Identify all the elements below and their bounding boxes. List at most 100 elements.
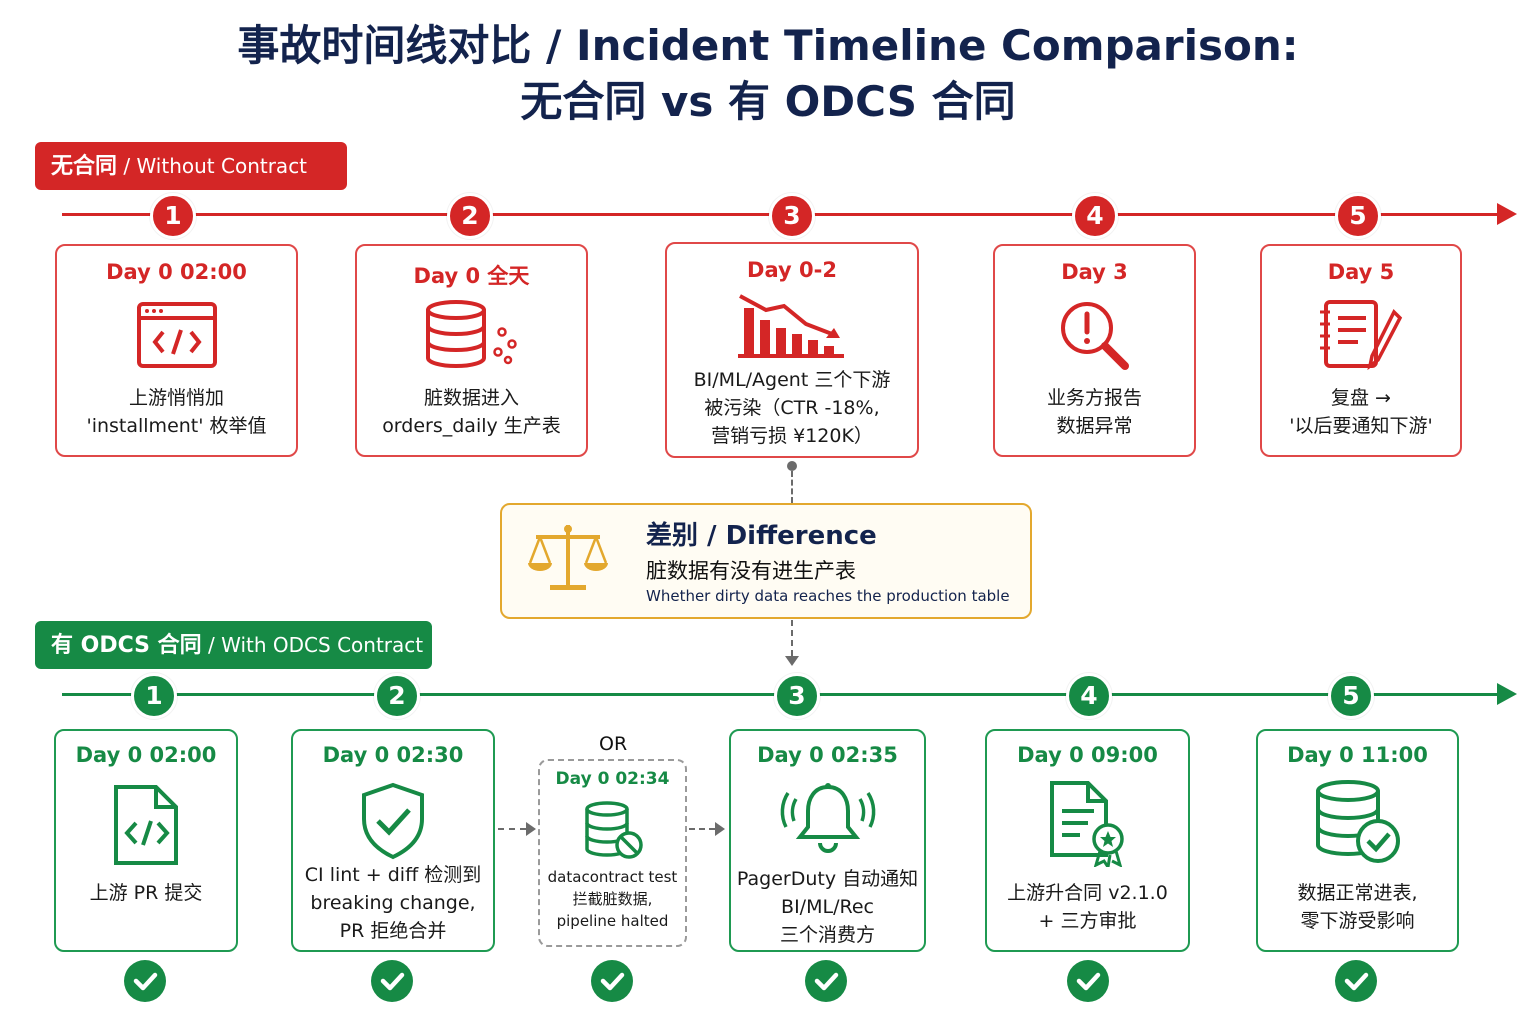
desc-line: PR 拒绝合并 xyxy=(339,920,447,942)
with-step-2-number: 2 xyxy=(374,673,420,719)
desc-line: BI/ML/Rec xyxy=(781,896,874,918)
with-step-3-desc: PagerDuty 自动通知 BI/ML/Rec 三个消费方 xyxy=(735,865,920,949)
with-contract-badge-en: / With ODCS Contract xyxy=(201,633,424,657)
with-step-4-number: 4 xyxy=(1066,673,1112,719)
without-contract-badge: 无合同 / Without Contract xyxy=(35,142,347,190)
with-step-3-check-icon xyxy=(805,960,847,1002)
with-step-2-card: Day 0 02:30 CI lint + diff 检测到 breaking … xyxy=(291,729,495,952)
desc-line: 拦截脏数据, xyxy=(572,890,653,908)
with-step-1-card: Day 0 02:00 上游 PR 提交 xyxy=(54,729,238,952)
database-blocked-icon xyxy=(584,801,643,859)
difference-en: Whether dirty data reaches the productio… xyxy=(646,587,1010,605)
without-step-2-desc: 脏数据进入 orders_daily 生产表 xyxy=(361,384,582,440)
page-title-line2: 无合同 vs 有 ODCS 合同 xyxy=(520,77,1016,126)
connector-top-dashed-line xyxy=(791,471,793,503)
with-step-1-check-icon xyxy=(124,960,166,1002)
desc-line: 上游悄悄加 xyxy=(128,387,224,409)
desc-line: 复盘 → xyxy=(1331,387,1391,409)
desc-line: orders_daily 生产表 xyxy=(382,415,561,437)
without-step-1-card: Day 0 02:00 上游悄悄加 'installment' 枚举值 xyxy=(55,244,298,457)
without-step-1-number: 1 xyxy=(150,193,196,239)
without-timeline-arrowhead xyxy=(1497,203,1517,225)
with-contract-badge: 有 ODCS 合同 / With ODCS Contract xyxy=(35,621,432,669)
with-step-1-desc: 上游 PR 提交 xyxy=(60,879,232,907)
without-step-4-number: 4 xyxy=(1072,193,1118,239)
desc-line: pipeline halted xyxy=(556,912,669,930)
alt-connector-left-arrowhead xyxy=(526,822,536,836)
with-step-1-day: Day 0 02:00 xyxy=(75,743,217,767)
desc-line: 零下游受影响 xyxy=(1300,910,1415,932)
alt-connector-right-arrowhead xyxy=(715,822,725,836)
balance-scale-icon xyxy=(528,525,608,590)
without-step-5-number: 5 xyxy=(1335,193,1381,239)
without-contract-badge-cn: 无合同 xyxy=(51,154,118,179)
without-step-2-number: 2 xyxy=(447,193,493,239)
with-step-3-day: Day 0 02:35 xyxy=(757,743,898,767)
without-step-3-card: Day 0-2 BI/ML/Agent 三个下游 被污染（CTR -18%, 营… xyxy=(665,242,919,458)
alert-magnifier-icon xyxy=(1060,302,1129,370)
connector-dot xyxy=(787,461,797,471)
alt-step-check-icon xyxy=(591,960,633,1002)
difference-cn: 脏数据有没有进生产表 xyxy=(646,559,856,583)
desc-line: 三个消费方 xyxy=(779,924,875,946)
desc-line: 被污染（CTR -18%, xyxy=(704,397,880,419)
code-window-icon xyxy=(136,302,217,368)
without-step-4-day: Day 3 xyxy=(1061,260,1128,284)
page-title-line1: 事故时间线对比 / Incident Timeline Comparison: xyxy=(237,21,1299,70)
without-step-3-desc: BI/ML/Agent 三个下游 被污染（CTR -18%, 营销亏损 ¥120… xyxy=(671,366,913,450)
with-step-5-desc: 数据正常进表, 零下游受影响 xyxy=(1262,879,1453,935)
with-step-2-desc: CI lint + diff 检测到 breaking change, PR 拒… xyxy=(297,861,489,945)
desc-line: '以后要通知下游' xyxy=(1289,415,1433,437)
declining-chart-icon xyxy=(738,294,844,358)
desc-line: PagerDuty 自动通知 xyxy=(736,868,919,890)
without-step-5-day: Day 5 xyxy=(1327,260,1395,284)
without-step-1-day: Day 0 02:00 xyxy=(106,260,247,284)
or-label: OR xyxy=(599,733,628,755)
with-step-4-desc: 上游升合同 v2.1.0 + 三方审批 xyxy=(991,879,1184,935)
desc-line: 上游升合同 v2.1.0 xyxy=(1007,882,1168,904)
with-step-4-check-icon xyxy=(1067,960,1109,1002)
document-award-icon xyxy=(1049,781,1124,867)
with-step-1-number: 1 xyxy=(131,673,177,719)
desc-line: 数据异常 xyxy=(1056,415,1133,437)
with-timeline-arrowhead xyxy=(1497,683,1517,705)
database-check-icon xyxy=(1315,780,1400,863)
notebook-pen-icon xyxy=(1320,300,1403,371)
desc-line: 业务方报告 xyxy=(1046,387,1142,409)
alt-connector-right xyxy=(689,828,715,830)
with-step-5-day: Day 0 11:00 xyxy=(1287,743,1428,767)
difference-box: 差别 / Difference 脏数据有没有进生产表 Whether dirty… xyxy=(500,503,1032,619)
alt-step-day: Day 0 02:34 xyxy=(555,769,670,789)
with-step-4-day: Day 0 09:00 xyxy=(1017,743,1158,767)
without-step-1-desc: 上游悄悄加 'installment' 枚举值 xyxy=(61,384,292,440)
database-icon xyxy=(425,300,517,368)
desc-line: 数据正常进表, xyxy=(1297,882,1418,904)
without-contract-badge-en: / Without Contract xyxy=(117,154,308,178)
without-step-5-desc: 复盘 → '以后要通知下游' xyxy=(1266,384,1456,440)
alt-connector-left xyxy=(498,828,526,830)
alt-step-desc: datacontract test 拦截脏数据, pipeline halted xyxy=(544,866,681,932)
with-step-5-check-icon xyxy=(1335,960,1377,1002)
desc-line: datacontract test xyxy=(547,868,678,886)
desc-line: 上游 PR 提交 xyxy=(89,882,203,904)
without-step-2-day: Day 0 全天 xyxy=(413,264,530,288)
bell-icon xyxy=(780,783,875,853)
alt-step-card: Day 0 02:34 datacontract test 拦截脏数据, pip… xyxy=(538,759,687,947)
desc-line: + 三方审批 xyxy=(1038,910,1137,932)
desc-line: BI/ML/Agent 三个下游 xyxy=(693,369,891,391)
difference-title: 差别 / Difference xyxy=(646,521,877,551)
desc-line: breaking change, xyxy=(310,892,476,914)
with-step-3-card: Day 0 02:35 PagerDuty 自动通知 BI/ML/Rec 三个消… xyxy=(729,729,926,952)
connector-bottom-dashed-line xyxy=(791,620,793,656)
without-step-5-card: Day 5 复盘 → '以后要通知下游' xyxy=(1260,244,1462,457)
without-step-4-card: Day 3 业务方报告 数据异常 xyxy=(993,244,1196,457)
without-step-3-day: Day 0-2 xyxy=(747,258,837,282)
desc-line: CI lint + diff 检测到 xyxy=(304,864,482,886)
with-step-4-card: Day 0 09:00 上游升合同 v2.1.0 + 三方审批 xyxy=(985,729,1190,952)
with-step-2-check-icon xyxy=(371,960,413,1002)
with-contract-badge-cn: 有 ODCS 合同 xyxy=(51,633,202,658)
without-step-3-number: 3 xyxy=(769,193,815,239)
code-file-icon xyxy=(114,785,178,865)
with-step-2-day: Day 0 02:30 xyxy=(322,743,464,767)
with-step-3-number: 3 xyxy=(774,673,820,719)
